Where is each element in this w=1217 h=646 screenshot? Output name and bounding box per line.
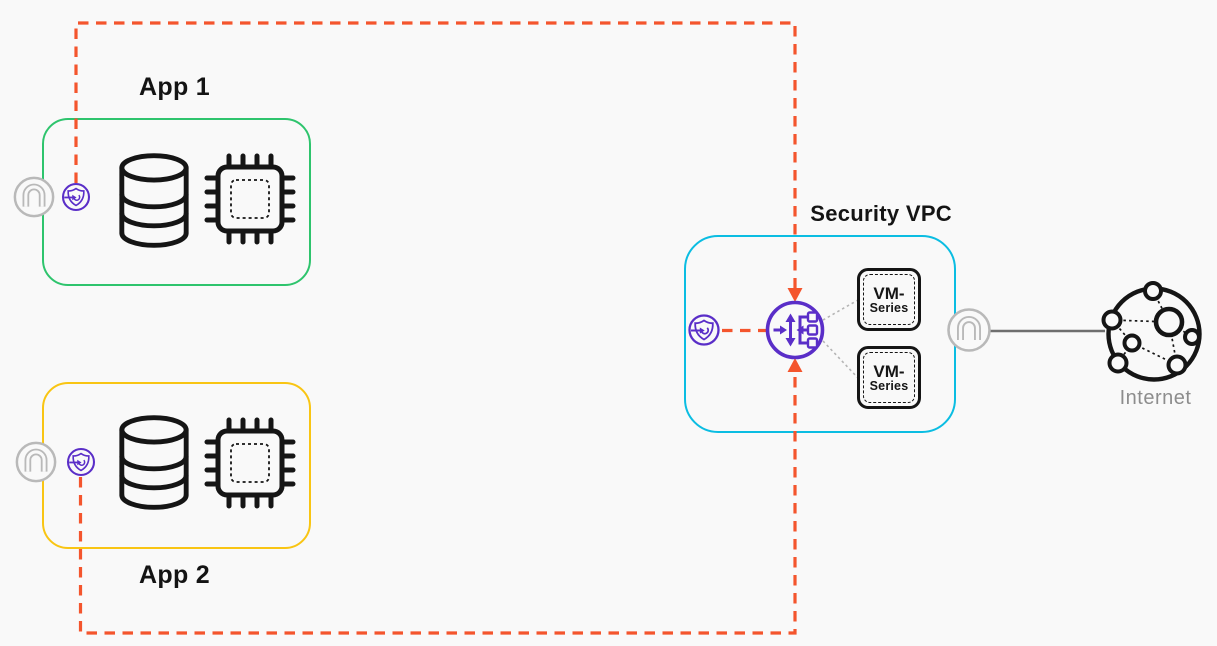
app1-database-icon (119, 153, 189, 248)
vm-series-dashed-frame: VM- Series (863, 274, 915, 325)
internet-globe-icon (1101, 281, 1202, 382)
gwlb-to-vm1-dotted-line (822, 299, 859, 321)
app1-label: App 1 (139, 73, 210, 101)
app2-label: App 2 (139, 561, 210, 589)
vm-series-dashed-frame: VM- Series (863, 352, 915, 403)
vm-series-label-line1: VM- (873, 283, 905, 303)
app2-database-icon (119, 415, 189, 510)
vm-series-appliance-1: VM- Series (857, 268, 921, 331)
vm-series-label-line2: Series (869, 300, 909, 315)
flow-app1-to-gwlb-dashed (74, 21, 797, 288)
vm-series-label-line1: VM- (873, 361, 905, 381)
app1-gwlb-endpoint-icon (61, 182, 91, 212)
security-vpc-label: Security VPC (810, 201, 952, 226)
vm-series-label-line2: Series (869, 378, 909, 393)
app1-vpc-endpoint-icon (13, 176, 55, 218)
app1-compute-chip-icon (204, 153, 296, 245)
app2-vpc-endpoint-icon (15, 441, 57, 483)
app2-compute-chip-icon (204, 417, 296, 509)
flow-app2-to-gwlb-dashed (78, 372, 797, 635)
security-vpc-gwlb-endpoint-icon (688, 314, 720, 346)
flow-arrowhead-up-icon (787, 358, 803, 372)
internet-label: Internet (1119, 387, 1192, 409)
security-vpc-endpoint-icon (947, 308, 991, 352)
vm-series-appliance-2: VM- Series (857, 346, 921, 409)
gateway-load-balancer-icon (765, 300, 825, 360)
flow-arrowhead-down-icon (787, 288, 803, 302)
app2-gwlb-endpoint-icon (66, 447, 96, 477)
